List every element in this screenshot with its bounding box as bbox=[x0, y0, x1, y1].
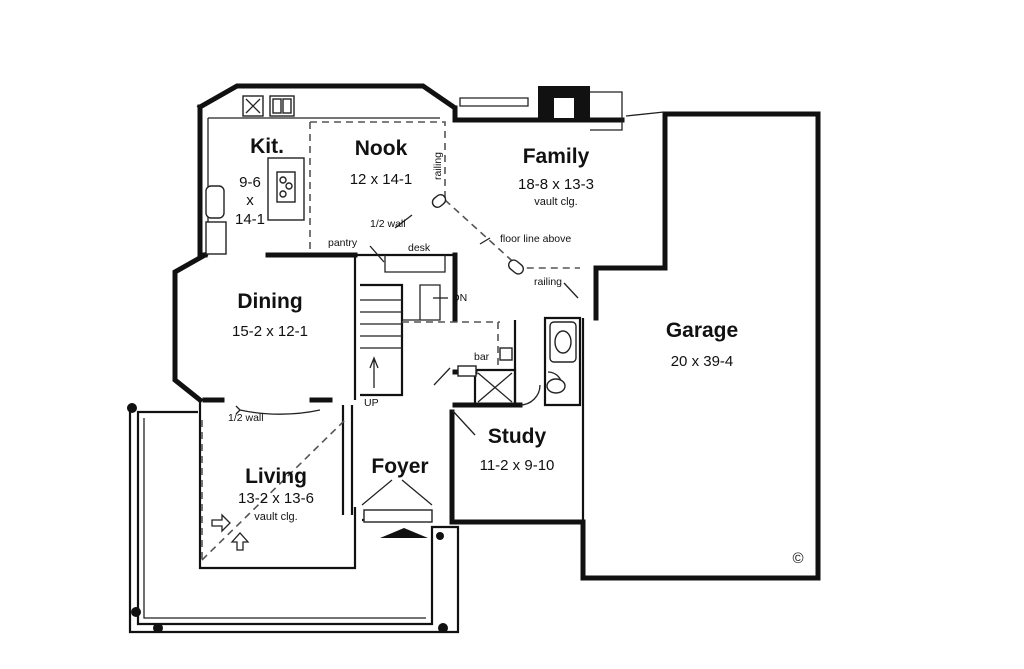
living-note: vault clg. bbox=[254, 511, 297, 523]
kitchen-name: Kit. bbox=[250, 135, 284, 158]
arrow-up-icon bbox=[230, 532, 250, 551]
bar-label: bar bbox=[474, 351, 490, 363]
up-label: UP bbox=[364, 397, 379, 409]
nook-name: Nook bbox=[355, 137, 408, 160]
symbols bbox=[211, 214, 579, 551]
desk-label: desk bbox=[408, 242, 431, 254]
dashed-lines bbox=[201, 121, 580, 561]
front-porch bbox=[127, 403, 460, 634]
living-dim: 13-2 x 13-6 bbox=[238, 490, 314, 507]
nook-dim: 12 x 14-1 bbox=[350, 171, 413, 188]
foyer-name: Foyer bbox=[371, 455, 428, 478]
dining-name: Dining bbox=[237, 290, 302, 313]
floor-line-label: floor line above bbox=[500, 233, 571, 245]
copyright-mark: © bbox=[792, 550, 803, 567]
half-wall-nook-label: 1/2 wall bbox=[370, 218, 406, 230]
kitchen-dim-1: 9-6 bbox=[239, 174, 261, 191]
garage-dim: 20 x 39-4 bbox=[671, 353, 734, 370]
annotation-labels: pantry desk railing railing 1/2 wall 1/2… bbox=[228, 152, 804, 567]
family-name: Family bbox=[523, 145, 590, 168]
study-dim: 11-2 x 9-10 bbox=[480, 457, 555, 474]
exterior-walls bbox=[172, 83, 821, 581]
arrow-right-icon bbox=[211, 513, 231, 533]
dining-dim: 15-2 x 12-1 bbox=[232, 323, 308, 340]
down-label: DN bbox=[452, 292, 467, 304]
living-name: Living bbox=[245, 465, 307, 488]
garage-name: Garage bbox=[666, 319, 738, 342]
family-dim: 18-8 x 13-3 bbox=[518, 176, 594, 193]
family-note: vault clg. bbox=[534, 196, 577, 208]
kitchen-dim-3: 14-1 bbox=[235, 211, 265, 228]
half-wall-living-label: 1/2 wall bbox=[228, 412, 264, 424]
railing-nook-label: railing bbox=[432, 152, 444, 180]
railing-family-label: railing bbox=[534, 276, 562, 288]
pantry-label: pantry bbox=[328, 237, 358, 249]
kitchen-dim-2: x bbox=[246, 192, 254, 209]
study-name: Study bbox=[488, 425, 547, 448]
kitchen-fixtures bbox=[205, 95, 440, 255]
entry-arrow-icon bbox=[380, 528, 428, 538]
room-labels: Kit. 9-6 x 14-1 Nook 12 x 14-1 Family 18… bbox=[232, 135, 738, 523]
